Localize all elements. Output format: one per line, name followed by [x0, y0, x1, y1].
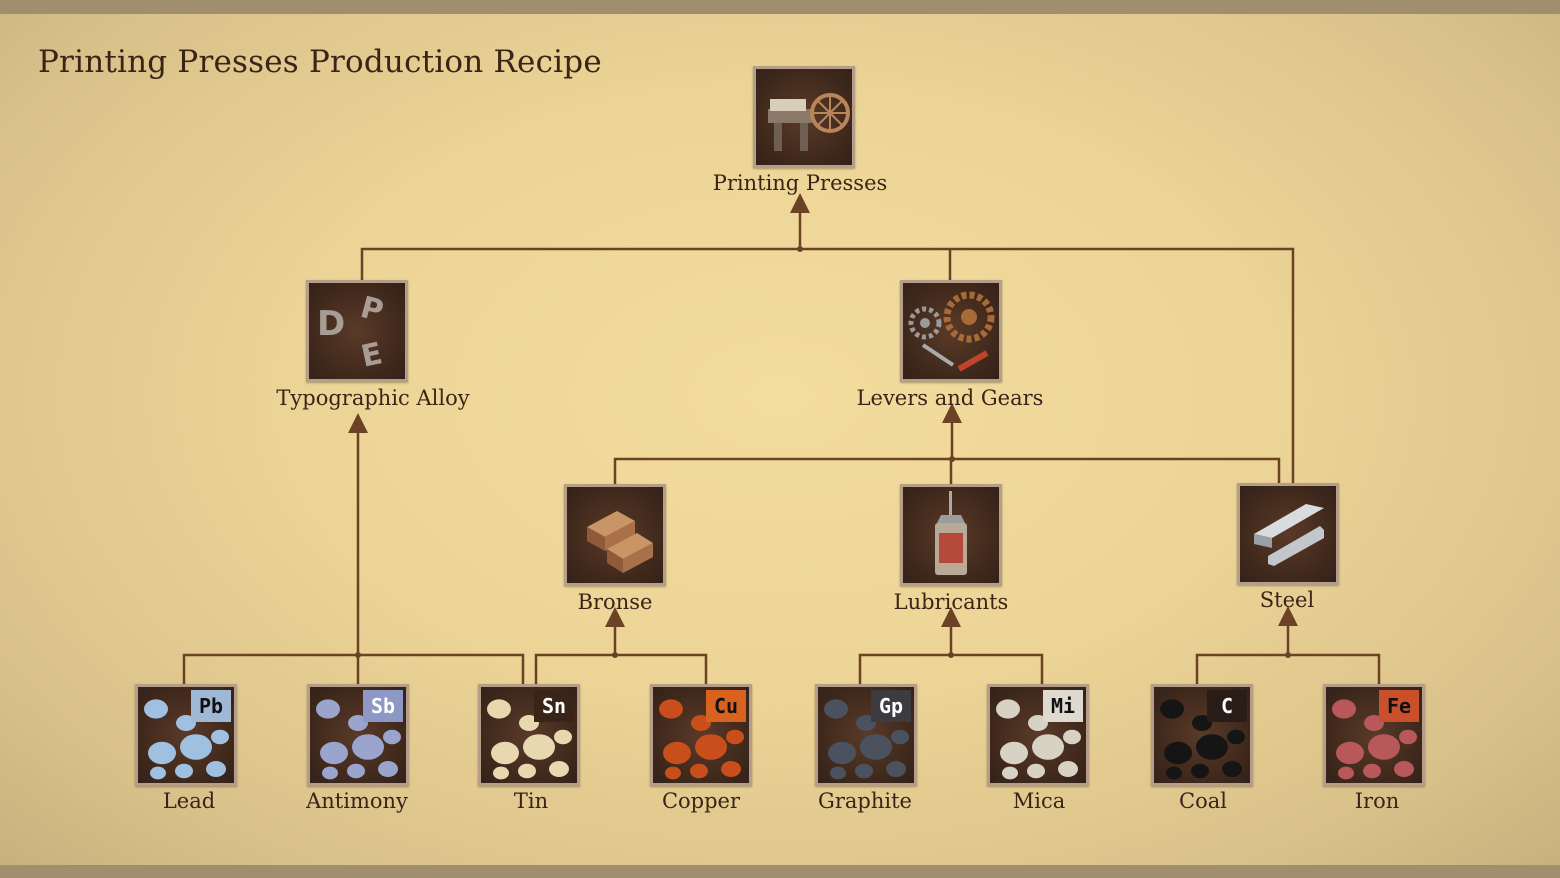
node-printing-presses[interactable]: [753, 66, 855, 168]
label-lead: Lead: [162, 789, 216, 813]
node-graphite[interactable]: Gp: [815, 684, 917, 786]
label-antimony: Antimony: [306, 789, 408, 813]
element-symbol-badge: Pb: [191, 690, 231, 722]
oil-can-icon: [935, 491, 967, 575]
gears-icon: [908, 291, 995, 372]
connector-levers-and-gears: [613, 403, 1281, 485]
page-title: Printing Presses Production Recipe: [38, 44, 602, 80]
label-mica: Mica: [1012, 789, 1066, 813]
label-steel: Steel: [1259, 588, 1315, 612]
element-symbol-badge: Sb: [363, 690, 403, 722]
label-levers-and-gears: Levers and Gears: [856, 386, 1044, 410]
node-levers-and-gears[interactable]: [900, 280, 1002, 382]
element-symbol-badge: Gp: [871, 690, 911, 722]
connector-steel: [1195, 606, 1381, 685]
tin-ore-icon: [487, 699, 572, 780]
lead-ore-icon: [144, 699, 229, 780]
node-copper[interactable]: Cu: [650, 684, 752, 786]
node-lubricants[interactable]: [900, 484, 1002, 586]
connector-bronse: [534, 607, 708, 685]
node-coal[interactable]: C: [1151, 684, 1253, 786]
element-symbol-badge: Fe: [1379, 690, 1419, 722]
node-mica[interactable]: Mi: [987, 684, 1089, 786]
node-iron[interactable]: Fe: [1323, 684, 1425, 786]
printing-press-icon: [768, 93, 850, 151]
label-tin: Tin: [513, 789, 549, 813]
antimony-ore-icon: [316, 699, 401, 780]
node-lead[interactable]: Pb: [135, 684, 237, 786]
mica-ore-icon: [996, 699, 1081, 780]
label-graphite: Graphite: [818, 789, 912, 813]
copper-ore-icon: [659, 699, 744, 780]
connector-printing-presses: [360, 193, 1295, 485]
connector-typographic-alloy: [182, 413, 525, 685]
label-bronse: Bronse: [577, 590, 653, 614]
element-symbol-badge: Mi: [1043, 690, 1083, 722]
element-symbol-badge: C: [1207, 690, 1247, 722]
label-copper: Copper: [661, 789, 741, 813]
label-typographic-alloy: Typographic Alloy: [276, 386, 470, 410]
node-bronse[interactable]: [564, 484, 666, 586]
iron-ore-icon: [1332, 699, 1417, 780]
steel-beams-icon: [1254, 504, 1324, 566]
node-antimony[interactable]: Sb: [307, 684, 409, 786]
element-symbol-badge: Cu: [706, 690, 746, 722]
ingots-icon: [587, 511, 653, 573]
top-bar: [0, 0, 1560, 14]
svg-text:D: D: [317, 304, 345, 344]
label-lubricants: Lubricants: [893, 590, 1009, 614]
svg-text:E: E: [358, 336, 385, 374]
node-tin[interactable]: Sn: [478, 684, 580, 786]
label-coal: Coal: [1179, 789, 1227, 813]
bottom-bar: [0, 865, 1560, 878]
graphite-ore-icon: [824, 699, 909, 780]
node-steel[interactable]: [1237, 483, 1339, 585]
element-symbol-badge: Sn: [534, 690, 574, 722]
label-iron: Iron: [1354, 789, 1400, 813]
connector-lubricants: [858, 607, 1044, 685]
svg-text:P: P: [357, 290, 387, 330]
label-printing-presses: Printing Presses: [712, 171, 888, 195]
